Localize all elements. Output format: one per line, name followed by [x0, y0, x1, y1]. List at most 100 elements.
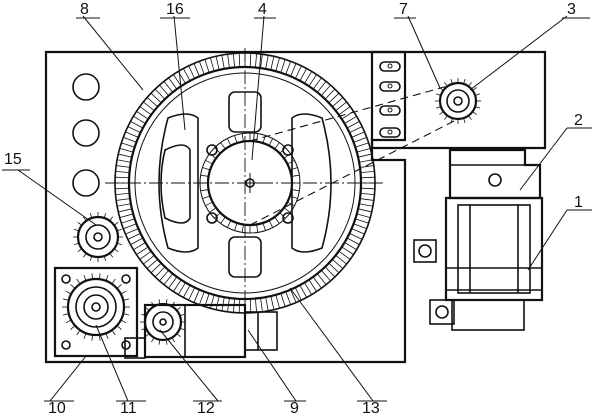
ring-gear-tooth — [335, 101, 347, 111]
ring-gear-tooth — [308, 74, 317, 87]
small-sprocket-tooth — [158, 299, 161, 305]
ring-gear-tooth — [139, 106, 152, 116]
ring-gear-tooth — [324, 88, 336, 100]
ring-gear-tooth — [146, 259, 158, 269]
motor-sprocket-tooth — [439, 111, 444, 115]
ring-gear-tooth — [360, 187, 375, 190]
idler-sprocket-tooth — [116, 228, 122, 232]
part-label-10: 10 — [48, 400, 66, 416]
small-sprocket-tooth — [176, 333, 181, 338]
ring-gear-tooth — [332, 97, 344, 107]
ring-gear-tooth — [123, 136, 137, 143]
ring-gear-tooth — [215, 56, 220, 70]
ring-gear-tooth — [119, 148, 134, 153]
idler-sprocket-tooth — [82, 216, 87, 222]
part-label-8: 8 — [80, 1, 89, 18]
ring-gear-tooth — [324, 266, 336, 278]
gearbox — [448, 148, 542, 200]
ring-gear-tooth — [249, 298, 252, 313]
motor-sprocket-tooth — [472, 87, 477, 91]
idler-sprocket-tooth — [103, 255, 107, 261]
ring-gear-tooth — [193, 63, 200, 77]
ring-gear-tooth — [118, 153, 132, 158]
central-sprocket-tooth — [202, 167, 211, 171]
ring-gear-tooth — [133, 242, 146, 251]
ring-gear-tooth — [119, 213, 134, 218]
central-sprocket-tooth — [289, 167, 298, 171]
ring-gear-tooth — [265, 297, 269, 311]
ring-gear-tooth — [356, 213, 371, 218]
ring-gear-tooth — [294, 287, 302, 301]
motor-sprocket-tooth — [436, 106, 442, 109]
ring-gear-tooth — [238, 53, 241, 68]
ring-gear-tooth — [328, 262, 340, 274]
ring-gear-tooth — [127, 126, 141, 134]
drive-sprocket-tooth — [70, 284, 76, 289]
ring-gear-tooth — [154, 266, 166, 278]
ring-gear-tooth — [204, 59, 210, 73]
ring-gear-tooth — [338, 250, 351, 260]
central-sprocket-tooth — [279, 212, 286, 219]
part-label-13: 13 — [362, 400, 380, 416]
ring-gear-tooth — [359, 165, 374, 168]
ring-gear-tooth — [188, 287, 196, 301]
idler-sprocket-tooth — [74, 242, 80, 246]
ring-gear-tooth — [304, 282, 313, 295]
idler-sprocket-tooth — [103, 213, 107, 219]
ring-gear-tooth — [115, 176, 130, 179]
ring-gear-tooth — [356, 148, 371, 153]
drive-sprocket-tooth — [111, 278, 116, 285]
ring-gear-tooth — [312, 276, 322, 289]
ring-gear-tooth — [346, 237, 360, 245]
drive-sprocket-tooth — [105, 333, 109, 339]
ring-gear-tooth — [280, 59, 286, 73]
base-plate — [44, 50, 407, 364]
central-sprocket-tooth — [200, 174, 209, 177]
ring-gear-tooth — [317, 273, 327, 285]
motor-sprocket-tooth — [436, 93, 442, 96]
ring-gear-tooth — [210, 57, 215, 72]
central-sprocket-tooth — [205, 159, 213, 165]
central-sprocket-tooth — [234, 135, 238, 144]
ring-gear-tooth — [121, 218, 135, 224]
ring-gear-tooth — [232, 53, 235, 68]
ring-gear-tooth — [275, 294, 280, 309]
drive-sprocket-tooth — [91, 273, 94, 280]
small-sprocket-tooth — [165, 339, 168, 345]
ring-gear-tooth — [193, 289, 200, 303]
ring-gear-tooth — [360, 193, 375, 196]
drive-sprocket-tooth — [83, 333, 87, 339]
drive-sprocket-tooth — [65, 290, 72, 295]
drive-sprocket-tooth — [116, 325, 122, 330]
ring-gear-tooth — [121, 142, 135, 148]
ring-gear-tooth — [349, 232, 363, 240]
small-sprocket-tooth — [176, 306, 181, 311]
ring-gear-tooth — [285, 291, 292, 305]
central-sprocket-tooth — [289, 195, 298, 199]
ring-gear-tooth — [338, 106, 351, 116]
ring-gear-tooth — [321, 270, 331, 282]
drive-sprocket-tooth — [83, 275, 87, 281]
ring-gear-tooth — [355, 142, 369, 148]
idler-sprocket-tooth — [74, 228, 80, 232]
ring-gear-tooth — [299, 68, 307, 82]
ring-gear-tooth — [130, 121, 144, 129]
motor-sprocket-tooth — [472, 111, 477, 115]
part-label-11: 11 — [120, 400, 137, 416]
lower-gearbox-housing — [53, 266, 139, 358]
ring-gear-tooth — [355, 218, 369, 224]
ring-gear-tooth — [136, 111, 149, 120]
central-sprocket-tooth — [241, 224, 244, 233]
central-sprocket-tooth — [226, 138, 232, 146]
part-label-1: 1 — [574, 194, 583, 211]
large-ring-gear — [105, 48, 385, 320]
central-sprocket-tooth — [241, 133, 244, 142]
ring-gear-tooth — [270, 296, 275, 310]
ring-gear-tooth — [139, 250, 152, 260]
ring-gear-tooth — [163, 81, 173, 93]
central-sprocket-tooth — [234, 222, 238, 231]
ring-gear-tooth — [173, 279, 182, 292]
ring-gear-tooth — [360, 176, 375, 179]
motor-sprocket-tooth — [468, 115, 472, 120]
ring-gear-tooth — [255, 53, 258, 68]
